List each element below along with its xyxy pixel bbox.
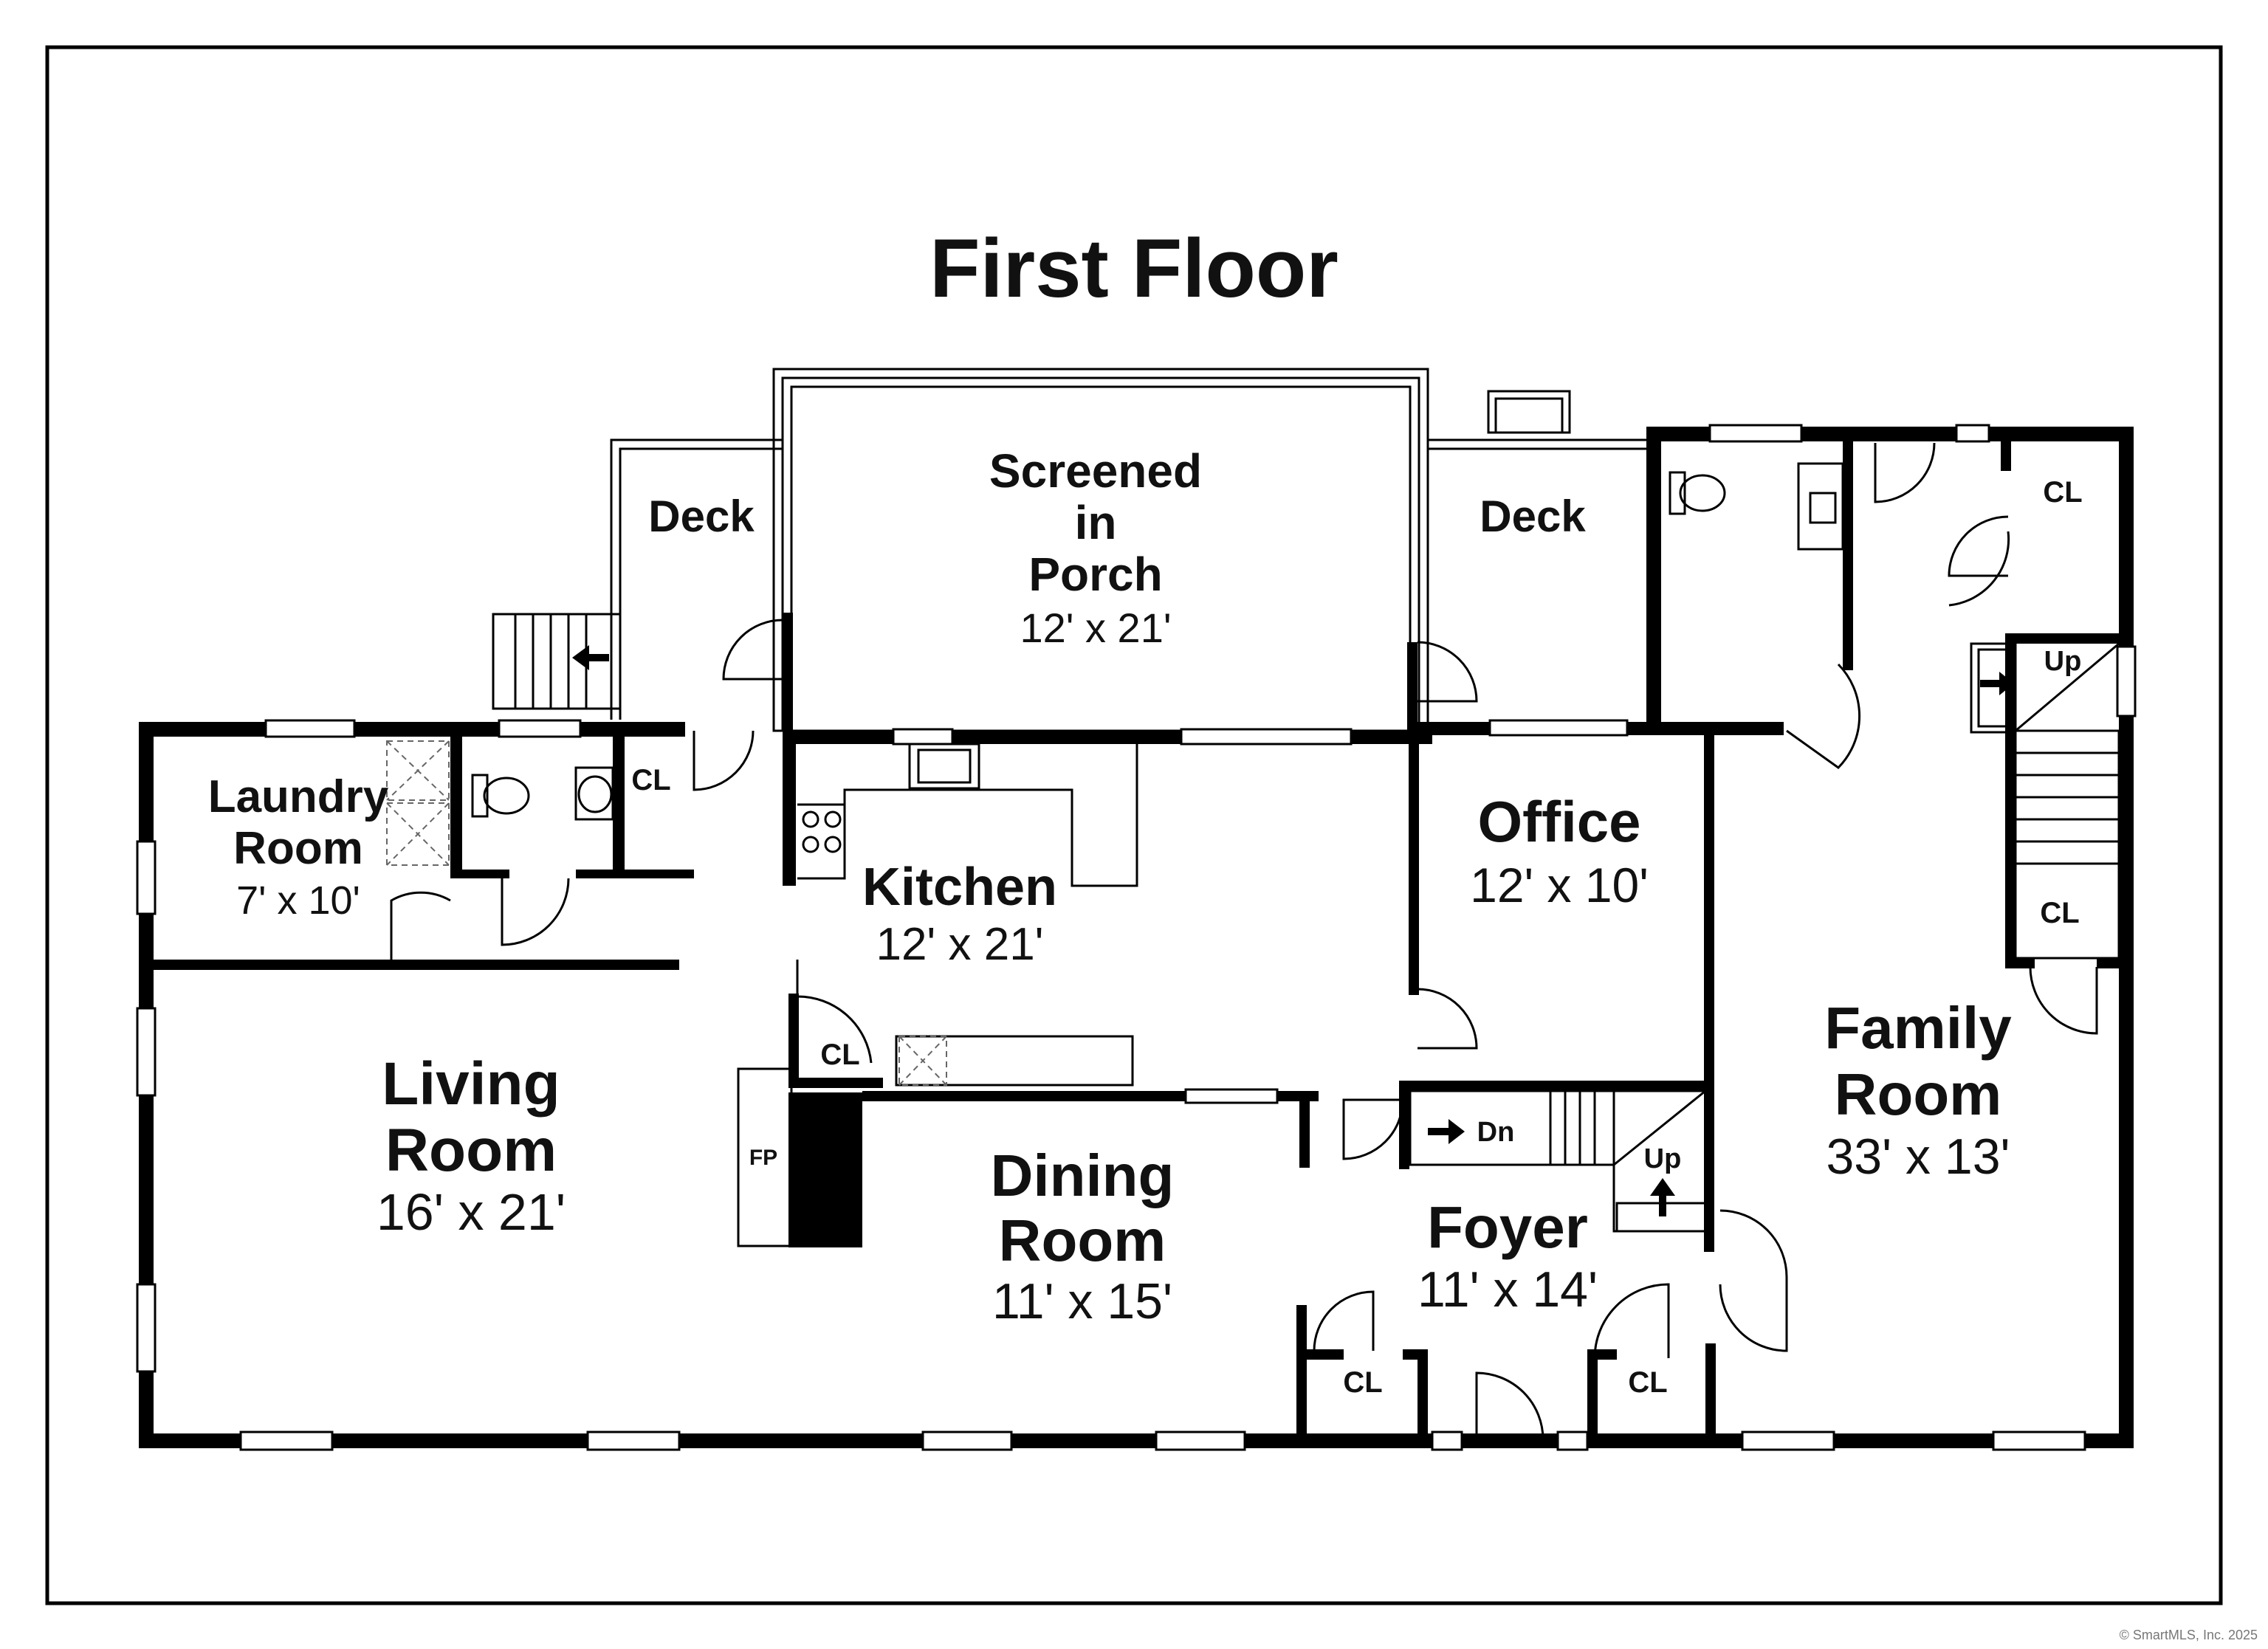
dining-size: 11' x 15'	[992, 1273, 1172, 1329]
screened-porch-size: 12' x 21'	[1020, 605, 1171, 651]
doors	[390, 442, 2098, 1447]
stairs-up-label: Up	[2044, 646, 2082, 677]
stairs-down-label: Dn	[1477, 1117, 1515, 1148]
arrow-up-icon	[1650, 1178, 1675, 1216]
arrow-right-icon	[1428, 1119, 1465, 1144]
office-name: Office	[1477, 789, 1640, 854]
family-name-1: Family	[1824, 995, 2012, 1061]
copyright-notice: © SmartMLS, Inc. 2025	[2119, 1628, 2258, 1642]
room-screened-porch: Screened in Porch 12' x 21'	[989, 444, 1202, 651]
dining-name-1: Dining	[991, 1143, 1175, 1208]
laundry-size: 7' x 10'	[236, 878, 360, 923]
room-kitchen: Kitchen 12' x 21'	[862, 858, 1057, 970]
foyer-size: 11' x 14'	[1418, 1261, 1598, 1318]
closet-label: CL	[1628, 1366, 1667, 1399]
closet-label: CL	[631, 764, 670, 796]
closet-label: CL	[820, 1039, 859, 1071]
closet-label: CL	[1343, 1366, 1382, 1399]
kitchen-size: 12' x 21'	[876, 919, 1043, 970]
kitchen-name: Kitchen	[862, 858, 1057, 917]
arrow-right-icon	[1980, 672, 2014, 695]
family-name-2: Room	[1835, 1061, 2002, 1127]
room-foyer: Foyer 11' x 14'	[1418, 1194, 1598, 1318]
fixtures	[386, 462, 2120, 1247]
arrow-left-icon	[572, 645, 609, 670]
deck-left-outline	[610, 438, 783, 720]
closet-label: CL	[2040, 897, 2079, 929]
windows	[136, 424, 2137, 1451]
dining-name-2: Room	[999, 1208, 1166, 1273]
room-laundry: Laundry Room 7' x 10'	[208, 771, 389, 923]
screened-porch-name-3: Porch	[1028, 548, 1162, 601]
family-size: 33' x 13'	[1826, 1129, 2010, 1185]
screened-porch-name-1: Screened	[989, 444, 1202, 498]
room-dining: Dining Room 11' x 15'	[991, 1143, 1175, 1329]
foyer-name: Foyer	[1427, 1194, 1588, 1260]
room-office: Office 12' x 10'	[1470, 789, 1649, 912]
office-size: 12' x 10'	[1470, 858, 1649, 912]
living-size: 16' x 21'	[377, 1183, 566, 1241]
deck-right-name: Deck	[1480, 492, 1586, 541]
living-name-2: Room	[385, 1117, 557, 1184]
laundry-name-2: Room	[233, 823, 363, 874]
page-border	[45, 45, 2223, 1605]
closet-label: CL	[2043, 476, 2082, 509]
fireplace-label: FP	[749, 1146, 777, 1170]
screened-porch-name-2: in	[1075, 496, 1117, 549]
floor-title: First Floor	[929, 222, 1339, 314]
living-name-1: Living	[382, 1050, 560, 1118]
laundry-name-1: Laundry	[208, 771, 389, 822]
room-living: Living Room 16' x 21'	[377, 1050, 566, 1241]
room-family: Family Room 33' x 13'	[1824, 995, 2012, 1185]
deck-left-name: Deck	[648, 492, 755, 541]
deck-right-outline	[1428, 390, 1657, 450]
interior-walls	[154, 427, 2134, 1448]
stairs-up-label: Up	[1644, 1143, 1682, 1174]
